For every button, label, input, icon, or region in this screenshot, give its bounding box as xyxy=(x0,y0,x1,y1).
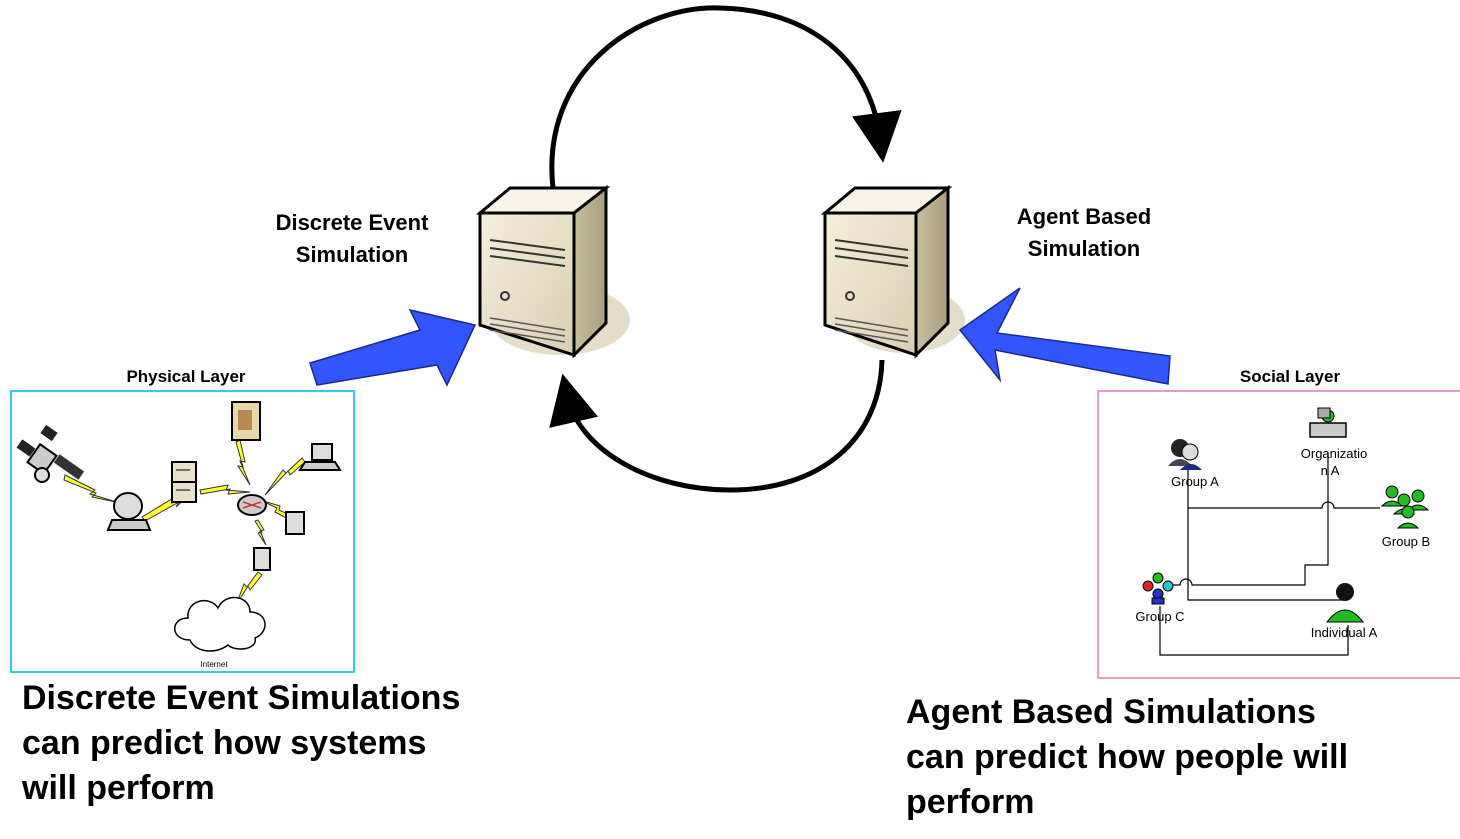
des-server-label-line2: Simulation xyxy=(296,242,408,267)
group-c-label: Group C xyxy=(1135,609,1184,624)
left-caption-line1: Discrete Event Simulations xyxy=(22,679,461,717)
individual-a-label: Individual A xyxy=(1311,625,1378,640)
internet-cloud-icon xyxy=(174,596,266,652)
abs-server-label-line1: Agent Based xyxy=(1017,204,1151,229)
organization-a-icon xyxy=(1309,407,1347,438)
right-caption: Agent Based Simulations can predict how … xyxy=(906,690,1348,825)
physical-to-des-arrow xyxy=(309,308,477,387)
group-c-icon xyxy=(1142,572,1174,605)
des-server-icon xyxy=(475,184,630,359)
cycle-arrow-bottom xyxy=(549,359,885,493)
left-caption-line2: can predict how systems xyxy=(22,724,427,762)
left-caption-line3: will perform xyxy=(22,769,215,807)
social-layer-panel xyxy=(1097,390,1460,679)
abs-server-label-line2: Simulation xyxy=(1028,236,1140,261)
satellite-icon xyxy=(16,424,85,483)
right-caption-line3: perform xyxy=(906,783,1035,821)
workstation-icon xyxy=(298,443,342,471)
group-a-icon xyxy=(1168,439,1202,470)
network-server-stack-icon xyxy=(171,461,197,503)
abs-server-icon xyxy=(820,184,965,359)
organization-a-label-line1: Organizatio xyxy=(1301,446,1367,461)
group-a-label: Group A xyxy=(1171,474,1219,489)
printer-icon xyxy=(285,511,305,535)
individual-a-icon xyxy=(1325,583,1365,623)
organization-a-label-line2: n A xyxy=(1321,463,1340,478)
des-server-label-line1: Discrete Event xyxy=(276,210,430,235)
cycle-arrow-top xyxy=(549,5,902,189)
group-b-icon xyxy=(1380,485,1430,529)
dish-antenna-icon xyxy=(106,492,152,531)
group-b-label: Group B xyxy=(1382,534,1430,549)
social-to-abs-arrow xyxy=(958,287,1171,385)
social-links xyxy=(1159,452,1380,656)
physical-layer-title: Physical Layer xyxy=(126,367,245,386)
social-layer-title: Social Layer xyxy=(1240,367,1341,386)
right-caption-line2: can predict how people will xyxy=(906,738,1349,776)
router-icon xyxy=(237,494,267,516)
device-icon xyxy=(253,547,271,571)
tower-server-icon xyxy=(231,401,261,441)
internet-label: Internet xyxy=(200,660,228,669)
left-caption: Discrete Event Simulations can predict h… xyxy=(22,676,460,811)
right-caption-line1: Agent Based Simulations xyxy=(906,693,1316,731)
